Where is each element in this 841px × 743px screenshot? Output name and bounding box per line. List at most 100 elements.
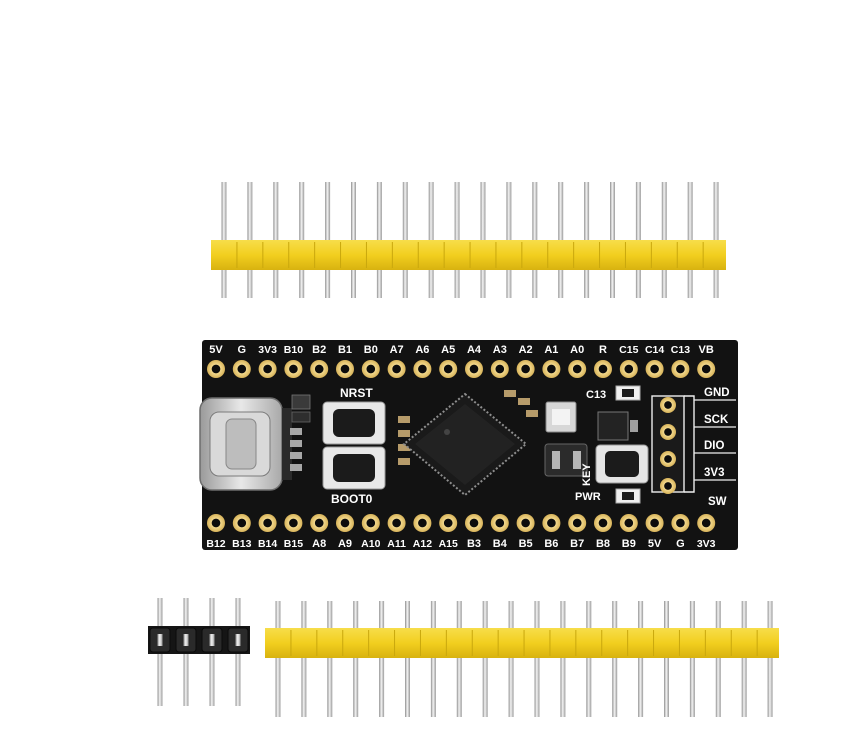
top-pad [232, 360, 251, 378]
top-pin-label: C14 [645, 344, 664, 356]
header-pin [508, 601, 514, 717]
crystal-32k [545, 401, 577, 433]
top-pin-label: A4 [467, 344, 482, 356]
usb-passives [290, 394, 311, 471]
header-pin [715, 601, 721, 717]
header-pin [353, 601, 359, 717]
bottom-pad-row [207, 514, 716, 532]
bottom-pad [490, 514, 509, 532]
swd-pin-label: 3V3 [704, 467, 724, 479]
top-pin-header [211, 182, 726, 298]
top-pin-label: R [599, 344, 607, 356]
header-pin [379, 601, 385, 717]
bottom-pin-label: A9 [338, 538, 352, 550]
top-pin-label: C13 [671, 344, 690, 356]
swd-pad [660, 451, 676, 467]
bottom-pad [671, 514, 690, 532]
top-pad [361, 360, 380, 378]
top-pad [594, 360, 612, 378]
top-pad [439, 360, 458, 378]
mcu-chip [402, 392, 528, 497]
bottom-pad [697, 514, 716, 532]
header-pin [327, 601, 333, 717]
bottom-pin-header [265, 601, 779, 717]
top-pad [284, 360, 303, 378]
bottom-pin-label: B12 [206, 538, 225, 550]
angled-pin-center [157, 634, 163, 646]
top-pin-label: A7 [390, 344, 404, 356]
swd-pin-label: GND [704, 387, 730, 399]
header-pin [534, 601, 540, 717]
bottom-pin-label: B13 [232, 538, 251, 550]
bottom-pad [336, 514, 354, 532]
bottom-pin-label: B14 [258, 538, 277, 550]
pwr-led [615, 488, 641, 504]
top-pad [568, 360, 587, 378]
regulator [597, 411, 638, 441]
angled-pin-center [235, 634, 241, 646]
top-pin-label: A5 [441, 344, 455, 356]
header-pin [430, 601, 436, 717]
top-pad [645, 360, 664, 378]
bottom-pin-label: 3V3 [697, 538, 716, 550]
swd-pad [660, 397, 676, 413]
bottom-pin-label: 5V [648, 538, 662, 550]
black-angled-header [148, 598, 250, 706]
bottom-pad [387, 514, 406, 532]
bottom-pad [232, 514, 251, 532]
top-pad-row [207, 360, 716, 378]
bottom-pad [516, 514, 535, 532]
top-pad [671, 360, 690, 378]
bottom-pin-label: A12 [413, 538, 432, 550]
header-pin [301, 601, 307, 717]
bottom-pad [258, 514, 277, 532]
right-capacitors [504, 390, 538, 417]
bottom-pad [542, 514, 561, 532]
pwr-label: PWR [575, 491, 601, 503]
bottom-pad [310, 514, 329, 532]
header-plastic [211, 240, 726, 270]
header-pin [482, 601, 488, 717]
top-pad [258, 360, 277, 378]
header-pin [612, 601, 618, 717]
swd-pad [660, 478, 676, 494]
header-plastic [265, 628, 779, 658]
bottom-pad [413, 514, 432, 532]
key-label: KEY [581, 463, 593, 486]
bottom-pad [568, 514, 587, 532]
key-button[interactable] [595, 444, 649, 484]
bottom-pin-label: B4 [493, 538, 508, 550]
top-pin-label: B0 [364, 344, 378, 356]
bottom-pin-label: B7 [570, 538, 584, 550]
header-pin [638, 601, 644, 717]
left-capacitors [398, 416, 410, 465]
header-pin [456, 601, 462, 717]
top-pad [413, 360, 432, 378]
boot0-button[interactable] [322, 446, 386, 490]
bottom-pin-label: G [676, 538, 685, 550]
bottom-pad [361, 514, 380, 532]
bottom-pin-label: A8 [312, 538, 326, 550]
bottom-pin-label: B15 [284, 538, 303, 550]
top-pin-label: 5V [209, 344, 223, 356]
nrst-button[interactable] [322, 401, 386, 445]
bottom-pad [594, 514, 612, 532]
header-pin [275, 601, 281, 717]
top-pin-label: A2 [519, 344, 533, 356]
c13-label: C13 [586, 389, 606, 401]
bottom-pin-label: A11 [387, 538, 406, 550]
top-pad [542, 360, 561, 378]
bottom-pin-label: B3 [467, 538, 481, 550]
bottom-pad [465, 514, 483, 532]
swd-pin-label: SCK [704, 414, 729, 426]
top-pin-label: VB [699, 344, 714, 356]
top-pad [387, 360, 406, 378]
top-pin-label: B10 [284, 344, 303, 356]
bottom-pin-label: B6 [544, 538, 558, 550]
top-pin-label: B2 [312, 344, 326, 356]
bottom-pin-label: B9 [622, 538, 636, 550]
top-pin-label: G [238, 344, 247, 356]
